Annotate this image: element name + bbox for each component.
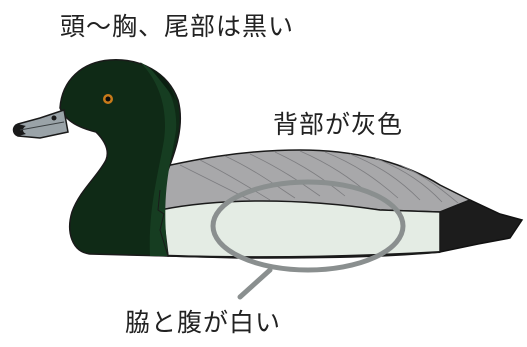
flank-highlight-ellipse <box>210 179 406 273</box>
flank-callout-line <box>237 267 273 300</box>
back-texture <box>179 150 459 204</box>
bill-line <box>19 121 65 131</box>
head-shading <box>140 62 177 256</box>
label-flank-belly: 脇と腹が白い <box>125 308 282 337</box>
bill-nail <box>13 124 26 136</box>
label-back: 背部が灰色 <box>273 110 404 139</box>
head-chest-black <box>59 59 182 257</box>
label-head-chest-tail: 頭〜胸、尾部は黒い <box>60 12 295 41</box>
eye-pupil <box>105 96 111 102</box>
chest-flank-edge <box>157 189 169 257</box>
nostril <box>51 115 57 121</box>
